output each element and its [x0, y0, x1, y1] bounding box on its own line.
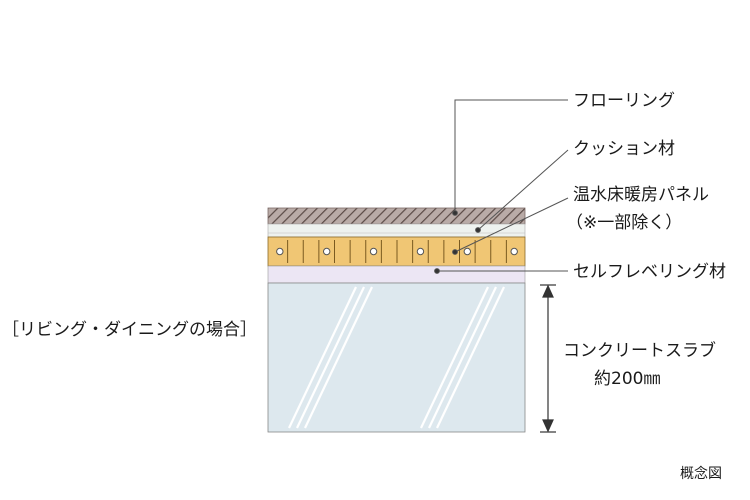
leader-flooring: [454, 99, 568, 213]
leader-heating: [454, 197, 569, 253]
conceptual-note: 概念図: [680, 465, 722, 482]
label-self-leveling: セルフレベリング材: [573, 262, 726, 282]
leader-heating-dot: [452, 249, 458, 255]
cushion-layer: [267, 223, 526, 238]
label-heating-note: （※一部除く）: [566, 213, 682, 233]
self-leveling-layer: [267, 265, 526, 284]
hot-water-pipe: [322, 247, 331, 256]
label-concrete-slab: コンクリートスラブ: [563, 340, 716, 361]
hot-water-pipe: [463, 247, 472, 256]
leader-lines: [434, 99, 569, 274]
leader-cushion: [477, 149, 569, 231]
leader-cushion-dot: [475, 227, 481, 233]
heating-panel-cells: [276, 240, 518, 263]
hot-water-pipe: [510, 247, 518, 256]
label-heating-panel: 温水床暖房パネル: [573, 185, 709, 205]
slab-gloss-lines: [288, 286, 505, 429]
label-slab-thickness: 約200㎜: [594, 369, 660, 389]
slab-thickness-arrow: [540, 284, 556, 433]
flooring-layer: [267, 207, 526, 225]
label-flooring: フローリング: [573, 91, 675, 111]
leader-leveling-dot: [434, 268, 440, 274]
room-caption: ［リビング・ダイニングの場合］: [2, 320, 257, 340]
label-cushion: クッション材: [573, 139, 675, 159]
hot-water-pipe: [276, 247, 284, 256]
leader-flooring-dot: [452, 210, 458, 216]
hot-water-pipe: [416, 247, 425, 256]
concrete-slab: [267, 282, 526, 433]
hot-water-pipe: [369, 247, 378, 256]
